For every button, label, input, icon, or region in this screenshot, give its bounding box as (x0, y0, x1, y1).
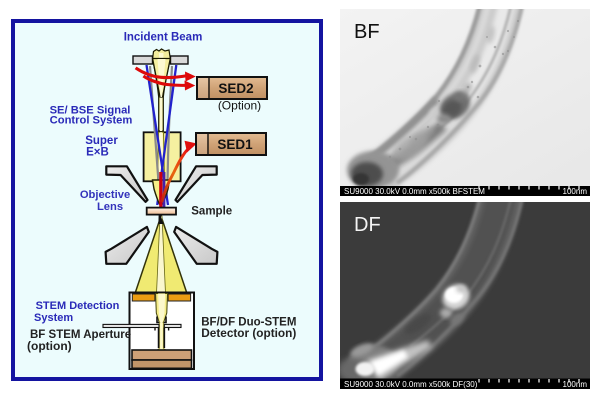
svg-text:(Option): (Option) (218, 99, 261, 113)
svg-text:Super: Super (85, 135, 118, 147)
svg-text:(option): (option) (27, 339, 72, 353)
svg-text:DF: DF (354, 214, 381, 236)
svg-text:System: System (34, 312, 73, 324)
svg-text:Sample: Sample (191, 206, 232, 218)
svg-text:100nm: 100nm (563, 380, 588, 389)
svg-text:SED1: SED1 (217, 137, 253, 152)
svg-text:BF STEM Aperture: BF STEM Aperture (30, 329, 131, 341)
svg-text:Control System: Control System (50, 114, 133, 126)
svg-text:Objective: Objective (80, 189, 130, 201)
svg-text:BF/DF Duo-STEM: BF/DF Duo-STEM (201, 317, 296, 329)
svg-text:E×B: E×B (86, 147, 109, 159)
svg-text:STEM Detection: STEM Detection (36, 300, 120, 312)
svg-text:SU9000 30.0kV 0.0mm x500k DF(3: SU9000 30.0kV 0.0mm x500k DF(30) (344, 380, 478, 389)
svg-text:Incident Beam: Incident Beam (124, 32, 203, 44)
svg-text:SE/ BSE Signal: SE/ BSE Signal (50, 105, 131, 117)
svg-text:Lens: Lens (97, 201, 123, 213)
svg-text:SED2: SED2 (218, 81, 253, 96)
svg-text:Detector (option): Detector (option) (201, 326, 296, 340)
svg-text:BF: BF (354, 21, 380, 43)
svg-text:SU9000 30.0kV 0.0mm x500k BFST: SU9000 30.0kV 0.0mm x500k BFSTEM (344, 187, 485, 196)
svg-text:100nm: 100nm (563, 187, 588, 196)
